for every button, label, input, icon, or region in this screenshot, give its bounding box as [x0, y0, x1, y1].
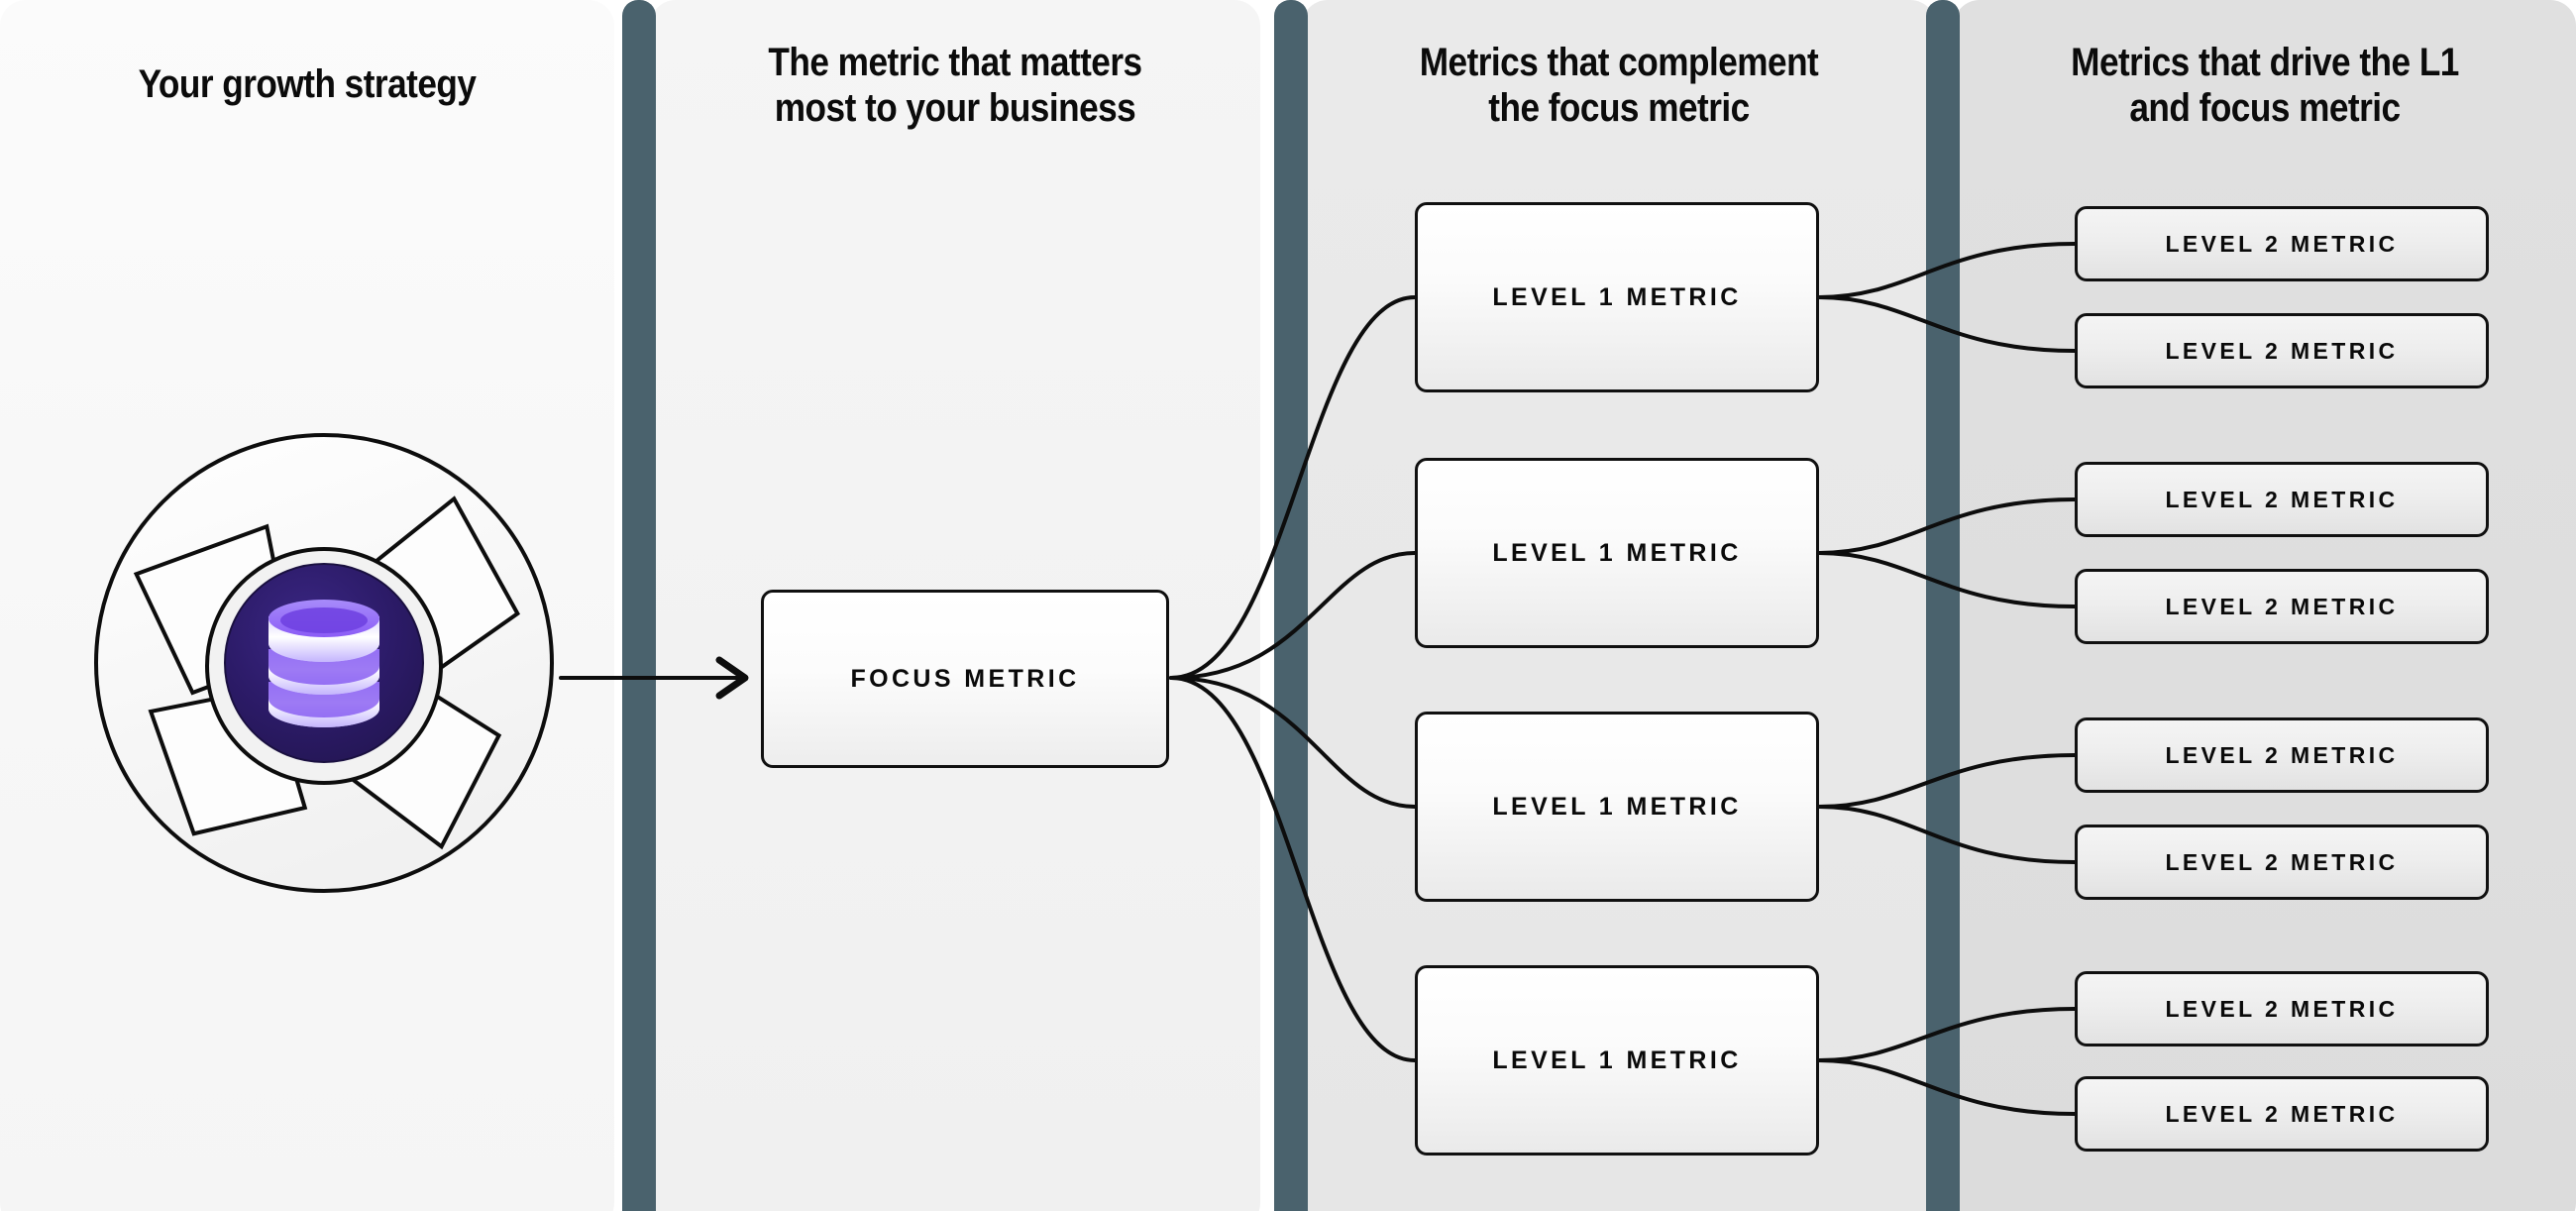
column-title-growth-strategy: Your growth strategy: [138, 62, 477, 106]
database-icon: [268, 600, 379, 727]
column-title-level1-metrics: Metrics that complement the focus metric: [1419, 41, 1819, 131]
level2-metric-node-8[interactable]: LEVEL 2 METRIC: [2075, 1076, 2489, 1152]
focus-metric-node[interactable]: FOCUS METRIC: [761, 590, 1169, 768]
level1-metric-node-1[interactable]: LEVEL 1 METRIC: [1415, 202, 1819, 392]
level2-metric-node-2[interactable]: LEVEL 2 METRIC: [2075, 313, 2489, 388]
column-divider-1: [622, 0, 656, 1211]
level2-metric-node-3[interactable]: LEVEL 2 METRIC: [2075, 462, 2489, 537]
level2-metric-node-7[interactable]: LEVEL 2 METRIC: [2075, 971, 2489, 1046]
level2-metric-node-5[interactable]: LEVEL 2 METRIC: [2075, 717, 2489, 793]
level2-metric-node-1[interactable]: LEVEL 2 METRIC: [2075, 206, 2489, 281]
growth-strategy-pinwheel: [94, 433, 554, 893]
column-divider-2: [1274, 0, 1308, 1211]
column-title-level2-metrics: Metrics that drive the L1 and focus metr…: [2071, 41, 2459, 131]
column-title-focus-metric: The metric that matters most to your bus…: [768, 41, 1142, 131]
level1-metric-node-2[interactable]: LEVEL 1 METRIC: [1415, 458, 1819, 648]
level1-metric-node-4[interactable]: LEVEL 1 METRIC: [1415, 965, 1819, 1156]
column-divider-3: [1926, 0, 1960, 1211]
level2-metric-node-4[interactable]: LEVEL 2 METRIC: [2075, 569, 2489, 644]
level1-metric-node-3[interactable]: LEVEL 1 METRIC: [1415, 712, 1819, 902]
level2-metric-node-6[interactable]: LEVEL 2 METRIC: [2075, 825, 2489, 900]
